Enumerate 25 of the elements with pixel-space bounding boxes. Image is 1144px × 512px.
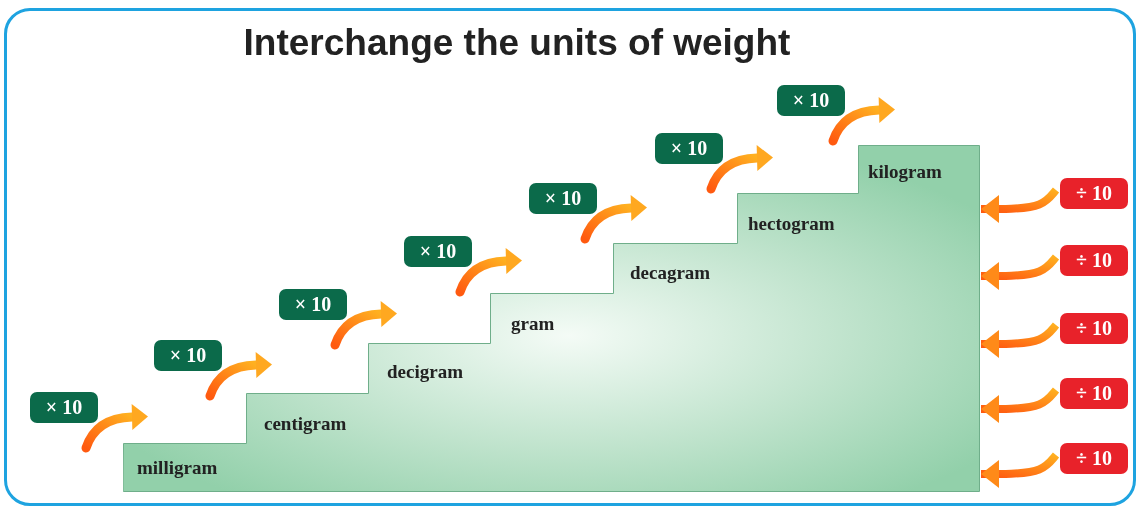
divide-badge: ÷ 10	[1060, 443, 1128, 474]
arrow	[981, 452, 1060, 488]
multiply-badge: × 10	[279, 289, 347, 320]
step-label: centigram	[264, 413, 347, 435]
multiply-badge: × 10	[404, 236, 472, 267]
step-label: gram	[511, 313, 555, 335]
multiply-badge: × 10	[655, 133, 723, 164]
divide-badge: ÷ 10	[1060, 313, 1128, 344]
arrow	[981, 387, 1060, 423]
divide-badge: ÷ 10	[1060, 245, 1128, 276]
arrow	[981, 322, 1060, 358]
multiply-badge: × 10	[154, 340, 222, 371]
step-label: decagram	[630, 262, 711, 284]
step-label: kilogram	[868, 161, 942, 183]
step-label: decigram	[387, 361, 463, 383]
arrow	[981, 187, 1060, 223]
step-label: hectogram	[748, 213, 835, 235]
divide-badge: ÷ 10	[1060, 178, 1128, 209]
multiply-badge: × 10	[529, 183, 597, 214]
divide-badge: ÷ 10	[1060, 378, 1128, 409]
multiply-badge: × 10	[777, 85, 845, 116]
step-label: milligram	[137, 457, 218, 479]
arrow	[981, 254, 1060, 290]
multiply-badge: × 10	[30, 392, 98, 423]
title: Interchange the units of weight	[242, 22, 792, 64]
